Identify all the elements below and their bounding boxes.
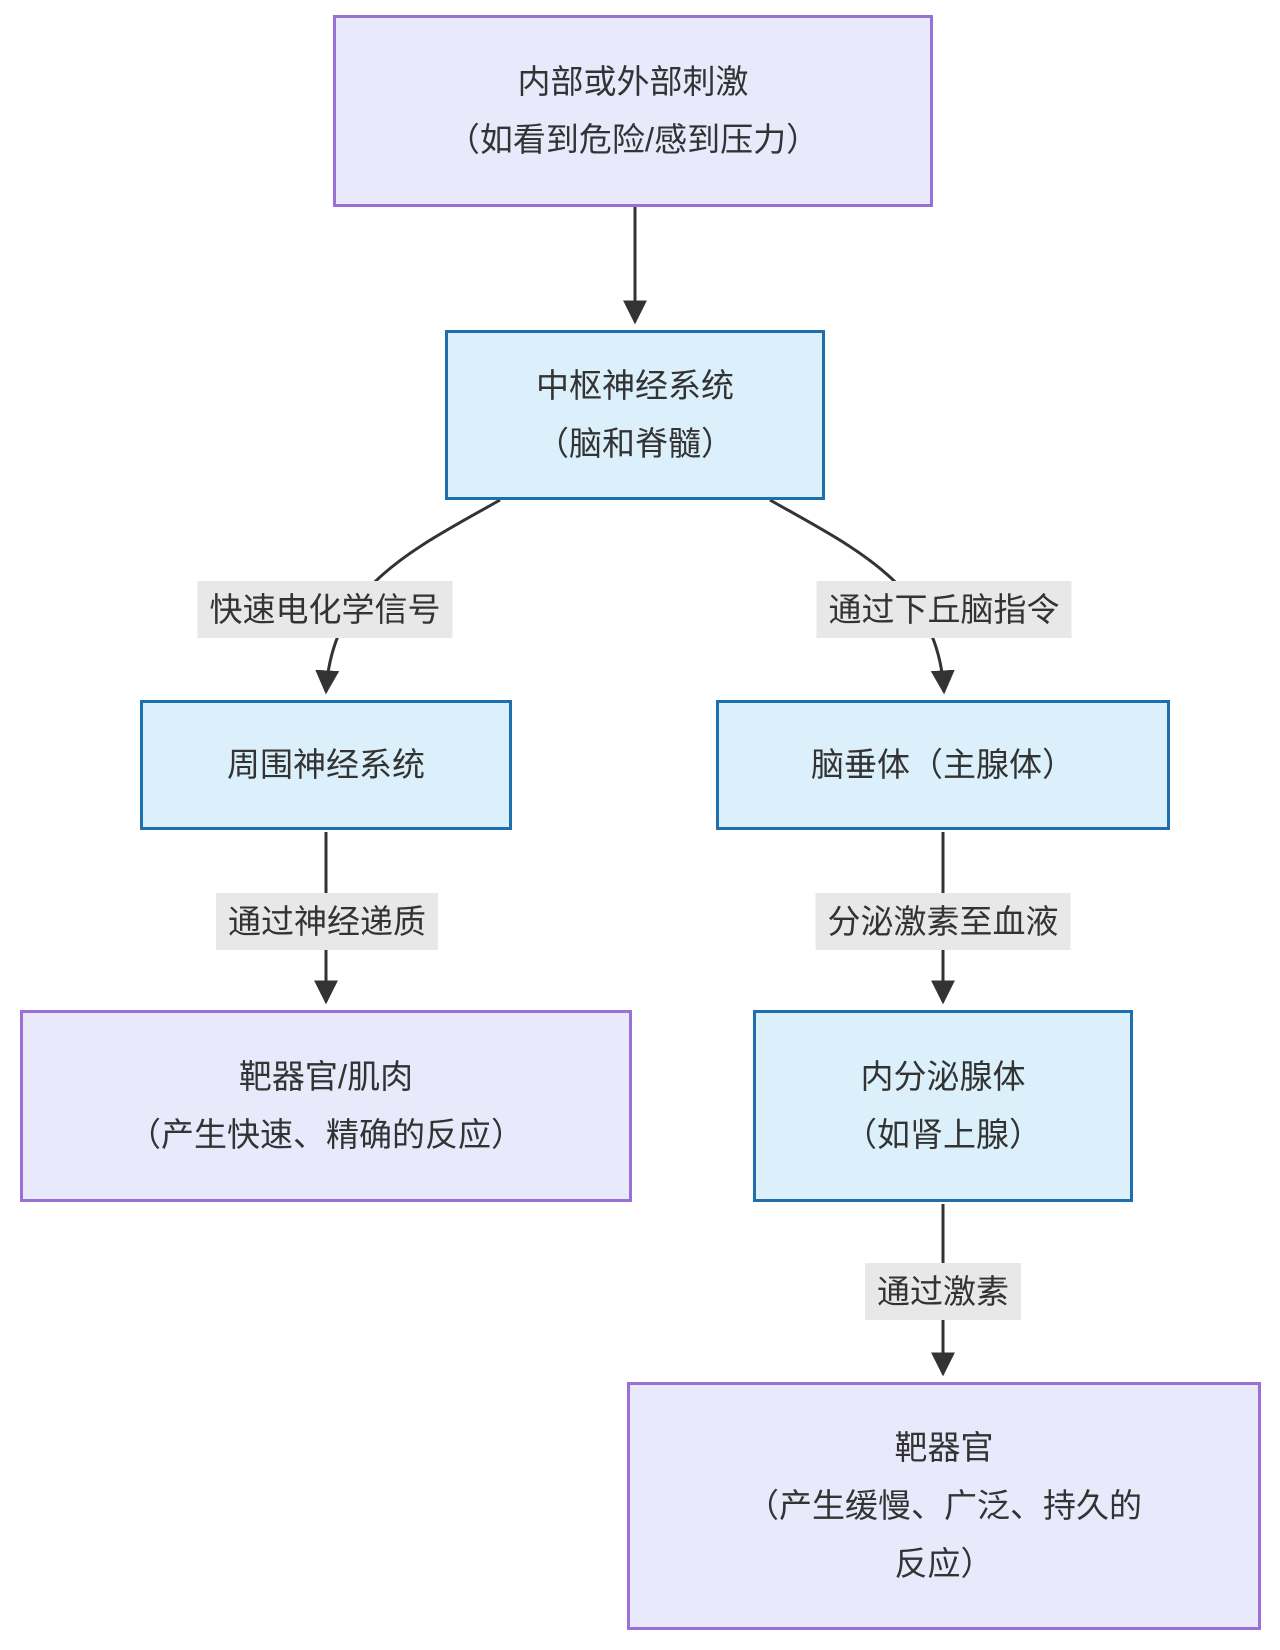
node-target-organ-line-3: 反应） (894, 1545, 994, 1582)
edge-cns-to-pituitary (769, 498, 955, 695)
edge-label-secrete-hormone-to-blood: 分泌激素至血液 (815, 893, 1071, 950)
edge-cns-to-pns (315, 498, 501, 695)
node-pituitary-line-1: 脑垂体（主腺体） (811, 746, 1075, 783)
node-target-muscle: 靶器官/肌肉 （产生快速、精确的反应） (20, 1010, 632, 1202)
node-cns-line-2: （脑和脊髓） (536, 425, 734, 462)
node-pituitary: 脑垂体（主腺体） (716, 700, 1170, 830)
node-target-organ-line-2: （产生缓慢、广泛、持久的 (746, 1487, 1142, 1524)
node-stimulus: 内部或外部刺激 （如看到危险/感到压力） (333, 15, 933, 207)
node-stimulus-line-2: （如看到危险/感到压力） (446, 121, 820, 158)
node-target-muscle-line-1: 靶器官/肌肉 (238, 1058, 414, 1095)
edge-label-via-hormone: 通过激素 (865, 1263, 1021, 1320)
node-endocrine-gland-line-1: 内分泌腺体 (860, 1058, 1026, 1095)
edge-label-fast-electrochemical-signal: 快速电化学信号 (197, 581, 453, 638)
node-target-muscle-line-2: （产生快速、精确的反应） (128, 1116, 524, 1153)
node-stimulus-line-1: 内部或外部刺激 (517, 63, 749, 100)
node-endocrine-gland: 内分泌腺体 （如肾上腺） (753, 1010, 1133, 1202)
edge-label-via-neurotransmitter: 通过神经递质 (216, 893, 438, 950)
node-target-organ-line-1: 靶器官 (894, 1429, 994, 1466)
edge-label-via-hypothalamus: 通过下丘脑指令 (816, 581, 1072, 638)
node-endocrine-gland-line-2: （如肾上腺） (844, 1116, 1042, 1153)
node-pns: 周围神经系统 (140, 700, 512, 830)
node-target-organ: 靶器官 （产生缓慢、广泛、持久的 反应） (627, 1382, 1261, 1630)
node-cns-line-1: 中枢神经系统 (536, 367, 734, 404)
node-cns: 中枢神经系统 （脑和脊髓） (445, 330, 825, 500)
node-pns-line-1: 周围神经系统 (227, 746, 425, 783)
